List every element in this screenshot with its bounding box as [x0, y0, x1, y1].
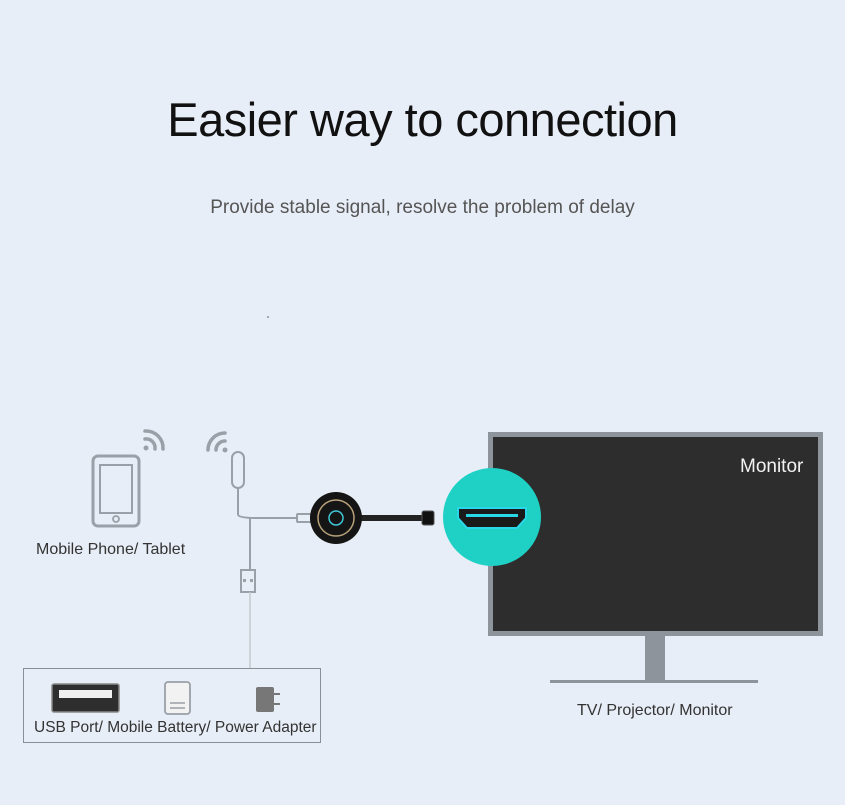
hdmi-port-icon	[443, 468, 541, 566]
tablet-icon	[91, 454, 141, 528]
wireless-dongle-icon	[310, 492, 435, 544]
power-source-label: USB Port/ Mobile Battery/ Power Adapter	[34, 719, 317, 736]
usb-cable-icon	[231, 451, 318, 668]
wifi-signal-icon	[143, 429, 165, 451]
screen-label: Monitor	[740, 456, 804, 477]
subline: Provide stable signal, resolve the probl…	[210, 197, 635, 218]
mobile-battery-icon	[164, 681, 191, 715]
tv-label: TV/ Projector/ Monitor	[577, 702, 733, 719]
headline: Easier way to connection	[167, 93, 678, 146]
power-adapter-icon	[256, 687, 280, 712]
wifi-signal-icon	[206, 431, 228, 453]
phone-label: Mobile Phone/ Tablet	[36, 541, 186, 558]
monitor-icon	[488, 432, 823, 683]
usb-port-icon	[51, 683, 120, 713]
power-source-box	[23, 668, 321, 743]
